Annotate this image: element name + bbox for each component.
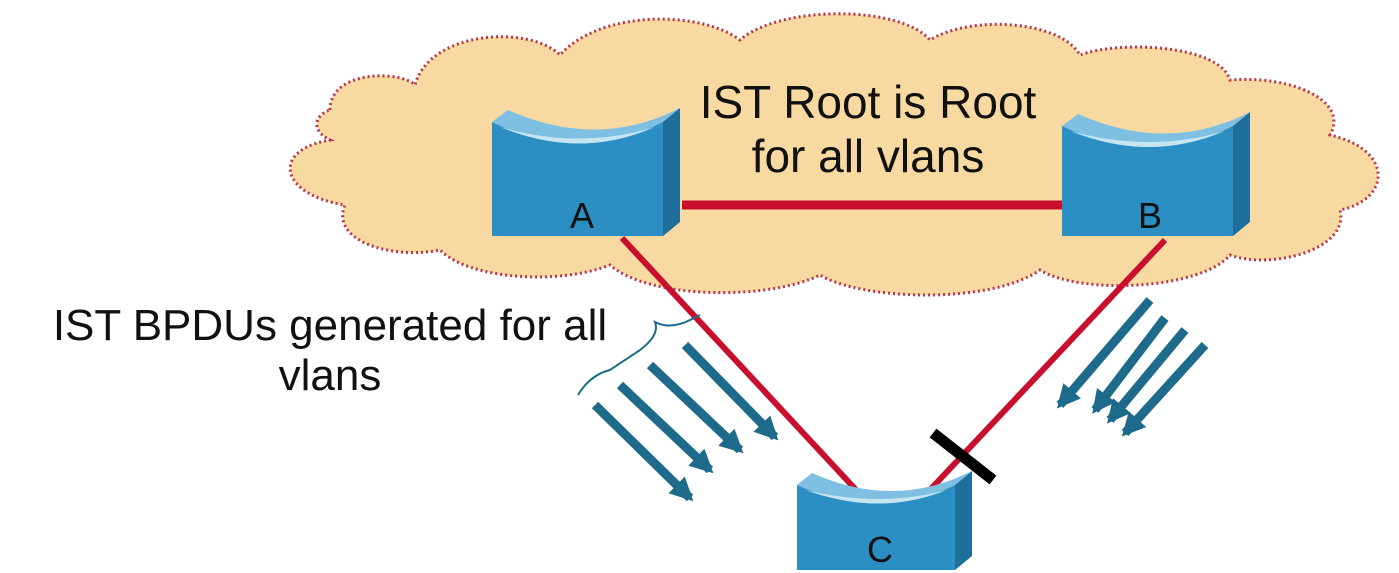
switch-c[interactable]: C	[797, 471, 972, 570]
multilayer-switch-icon	[797, 471, 972, 570]
switch-b[interactable]: B	[1062, 112, 1250, 236]
switch-a-label: A	[570, 195, 594, 236]
bpdu-note-line2: vlans	[279, 351, 382, 400]
switch-b-label: B	[1138, 195, 1162, 236]
bpdu-note-line1: IST BPDUs generated for all	[53, 301, 607, 350]
bpdu-arrow-icon	[1106, 327, 1189, 424]
bpdu-bracket	[577, 314, 701, 396]
bpdu-arrow-icon	[1121, 341, 1209, 437]
bpdu-arrows-right	[1056, 297, 1209, 437]
bpdu-arrow-icon	[616, 381, 714, 474]
switch-a[interactable]: A	[492, 108, 680, 236]
link-b-c	[925, 237, 1168, 495]
switch-c-label: C	[867, 529, 893, 570]
cloud-label-line2: for all vlans	[752, 130, 985, 182]
link-a-c	[619, 235, 861, 495]
bpdu-arrow-icon	[681, 341, 779, 441]
cloud-label-line1: IST Root is Root	[700, 76, 1037, 128]
bpdu-arrow-icon	[1091, 315, 1169, 414]
multilayer-switch-icon	[1062, 112, 1250, 236]
bpdu-arrow-icon	[591, 401, 694, 502]
multilayer-switch-icon	[492, 108, 680, 236]
bpdu-arrows-left	[591, 341, 779, 502]
bpdu-arrow-icon	[646, 361, 744, 454]
bpdu-arrow-icon	[1056, 297, 1154, 409]
blocked-port-icon	[929, 428, 997, 485]
